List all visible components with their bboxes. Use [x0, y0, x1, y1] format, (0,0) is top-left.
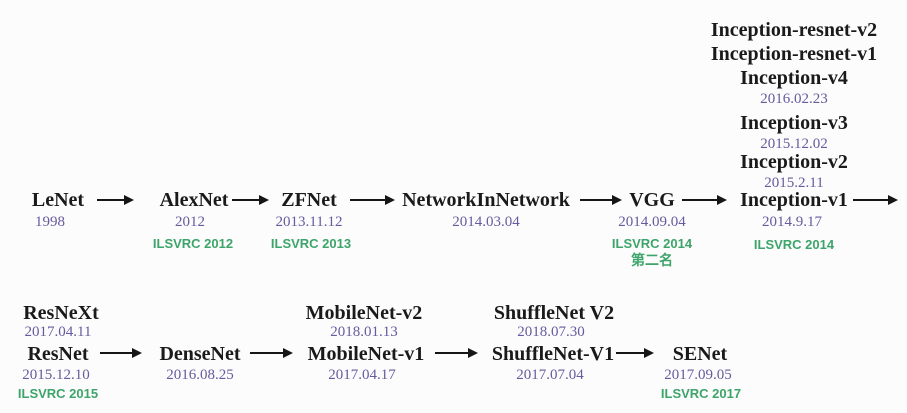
node-date-densenet: 2016.08.25 [166, 367, 234, 383]
node-award-note-vgg: 第二名 [631, 252, 673, 268]
node-date-lenet: 1998 [35, 214, 65, 230]
node-name-networkinnetwork: NetworkInNetwork [402, 189, 570, 211]
node-award-inception-v1: ILSVRC 2014 [753, 237, 835, 252]
node-name-senet: SENet [672, 343, 728, 365]
node-name-mobilenet-v1: MobileNet-v1 [307, 343, 425, 365]
node-name-shufflenet-v1: ShuffleNet-V1 [491, 343, 615, 365]
arrow-resnet-densenet [100, 348, 142, 358]
node-name-lenet: LeNet [31, 189, 85, 211]
node-name-zfnet: ZFNet [281, 189, 337, 211]
arrow-inceptionv1-right-edge [853, 195, 898, 205]
variant-date-resnext: 2017.04.11 [24, 324, 92, 340]
node-name-alexnet: AlexNet [159, 189, 229, 211]
node-name-vgg: VGG [629, 189, 675, 211]
variant-date-shufflenet-v2: 2018.07.30 [517, 324, 585, 340]
arrow-mobilenetv1-shufflenetv1 [435, 348, 478, 358]
stack-name-inception-v2: Inception-v2 [740, 151, 848, 173]
stack-name-inception-v3: Inception-v3 [740, 112, 848, 134]
node-award-alexnet: ILSVRC 2012 [152, 236, 234, 251]
variant-date-mobilenet-v2: 2018.01.13 [330, 324, 398, 340]
node-date-inception-v1: 2014.9.17 [762, 214, 822, 230]
node-award-vgg: ILSVRC 2014 [611, 236, 693, 251]
arrow-nin-vgg [580, 195, 622, 205]
stack-date-inception-v3: 2015.12.02 [760, 136, 828, 152]
stack-name-inception-resnet-v1: Inception-resnet-v1 [710, 43, 878, 65]
variant-name-resnext: ResNeXt [23, 302, 99, 324]
arrow-shufflenetv1-senet [616, 348, 654, 358]
variant-name-shufflenet-v2: ShuffleNet V2 [493, 302, 615, 324]
node-name-resnet: ResNet [27, 343, 89, 365]
node-date-senet: 2017.09.05 [664, 367, 732, 383]
node-name-densenet: DenseNet [159, 343, 241, 365]
node-date-networkinnetwork: 2014.03.04 [452, 214, 520, 230]
arrow-lenet-alexnet [97, 195, 134, 205]
node-date-zfnet: 2013.11.12 [275, 214, 343, 230]
stack-name-inception-v4: Inception-v4 [740, 67, 848, 89]
stack-date-inception-v2: 2015.2.11 [764, 175, 824, 191]
stack-date-inception-v4: 2016.02.23 [760, 91, 828, 107]
node-date-mobilenet-v1: 2017.04.17 [328, 367, 396, 383]
node-date-shufflenet-v1: 2017.07.04 [516, 367, 584, 383]
arrow-densenet-mobilenetv1 [250, 348, 293, 358]
node-award-senet: ILSVRC 2017 [660, 386, 742, 401]
node-award-zfnet: ILSVRC 2013 [270, 236, 352, 251]
stack-name-inception-resnet-v2: Inception-resnet-v2 [710, 19, 878, 41]
arrow-alexnet-zfnet [232, 195, 269, 205]
node-award-resnet: ILSVRC 2015 [17, 386, 99, 401]
variant-name-mobilenet-v2: MobileNet-v2 [305, 302, 423, 324]
arrow-zfnet-nin [350, 195, 395, 205]
node-date-resnet: 2015.12.10 [22, 367, 90, 383]
node-date-alexnet: 2012 [175, 214, 205, 230]
node-name-inception-v1: Inception-v1 [740, 189, 848, 211]
node-date-vgg: 2014.09.04 [618, 214, 686, 230]
arrow-vgg-inceptionv1 [682, 195, 727, 205]
